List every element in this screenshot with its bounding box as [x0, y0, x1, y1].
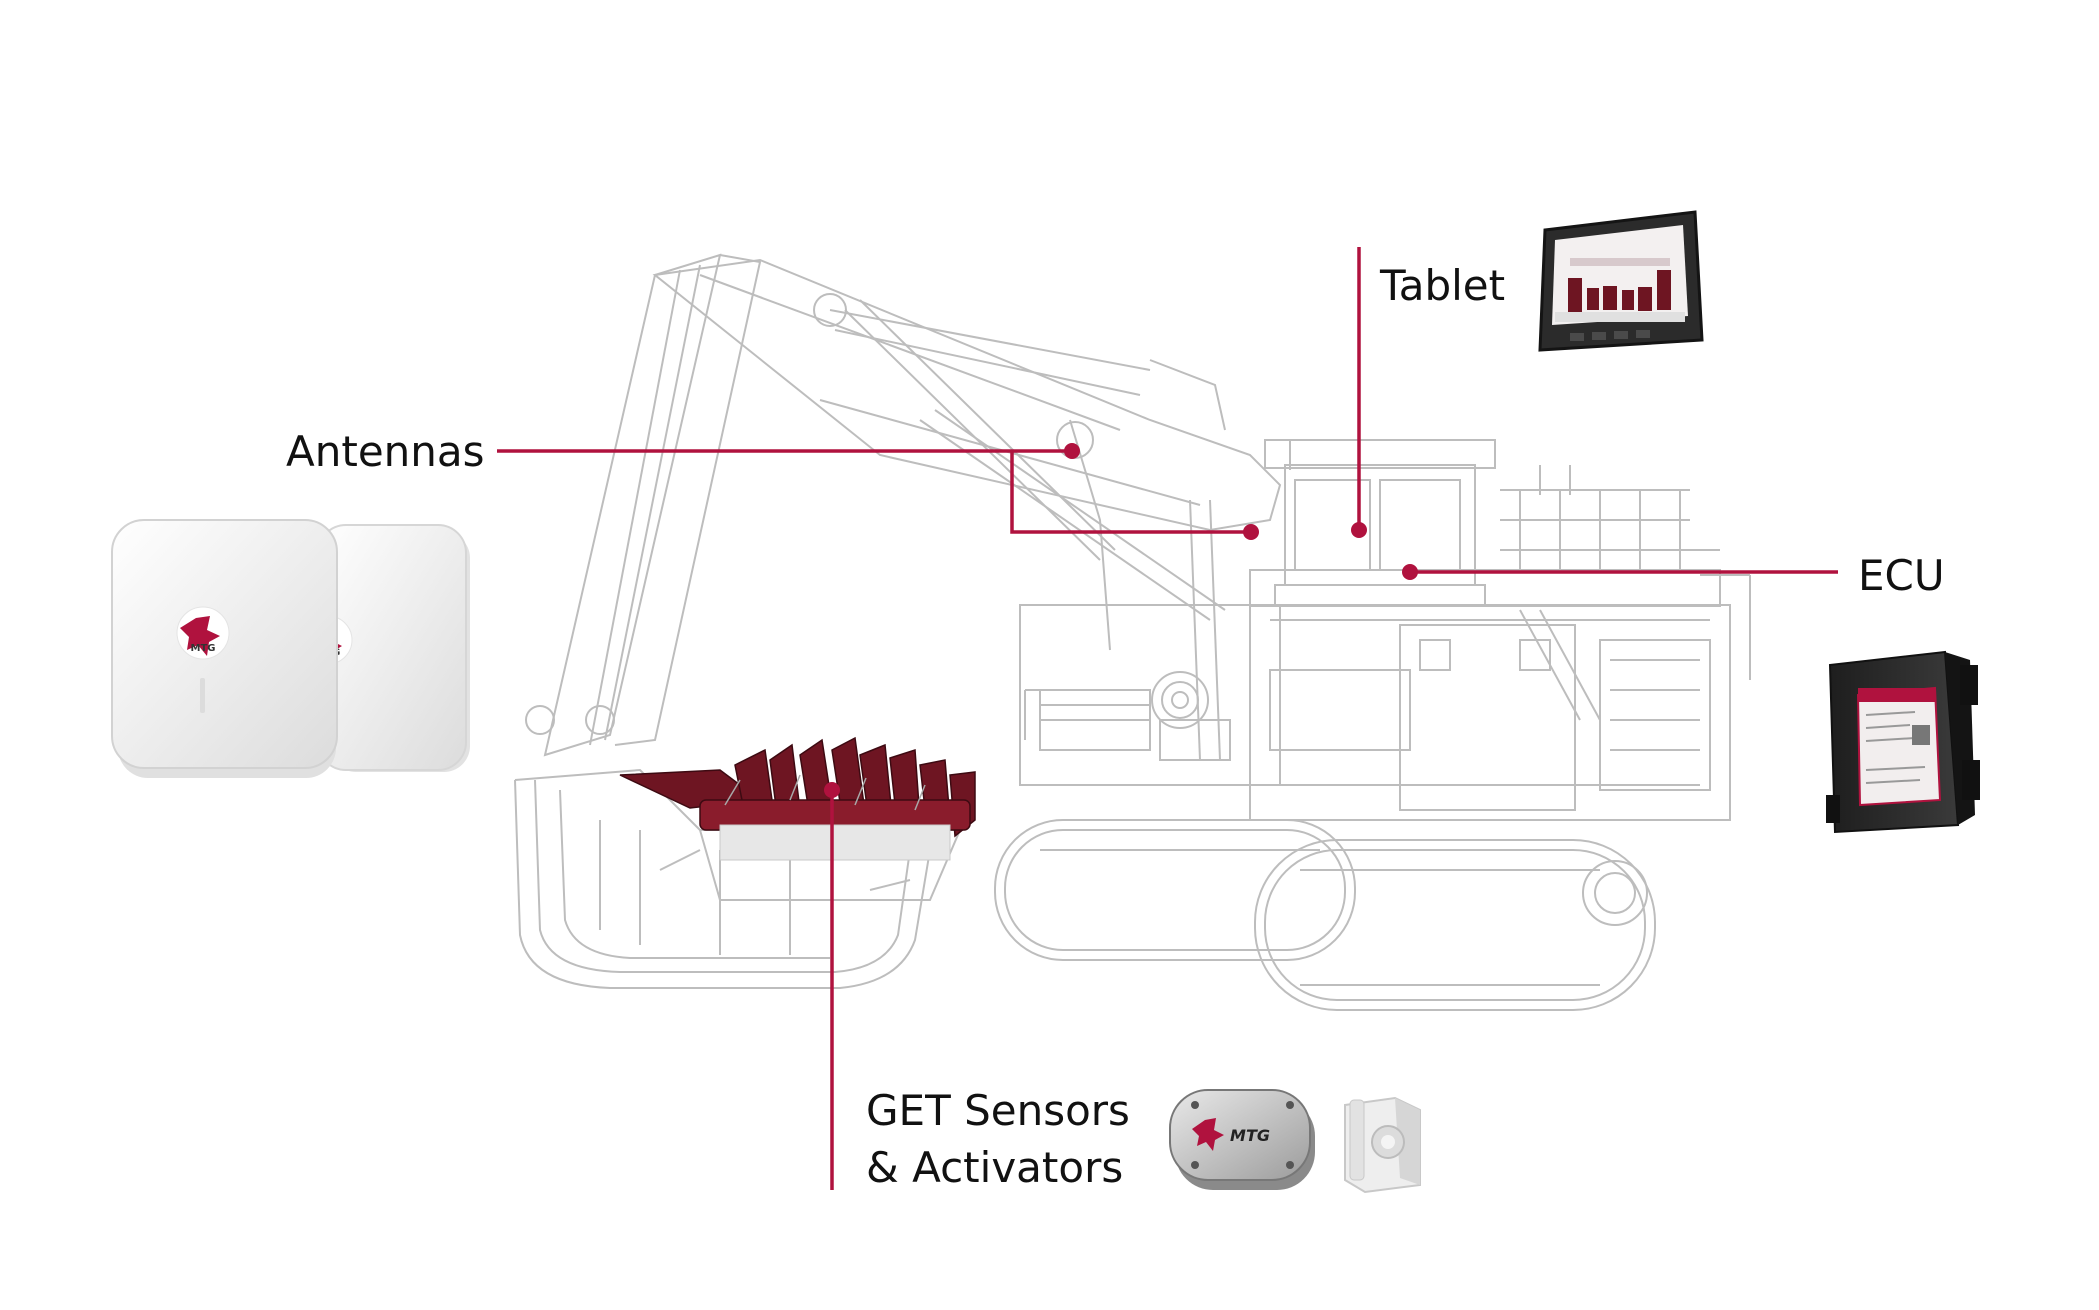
get-sensor-device: MTG [1169, 1089, 1315, 1190]
callout-dot-antenna-1 [1064, 443, 1080, 459]
callout-lines [497, 247, 1838, 1190]
callout-dot-ecu [1402, 564, 1418, 580]
excavator-tracks [994, 819, 1656, 1011]
excavator-railings [1024, 465, 1751, 740]
excavator-cylinders [844, 299, 1231, 761]
activator-device [1344, 1096, 1421, 1194]
label-get-sensors-line2: & Activators [866, 1142, 1124, 1192]
tablet-device [1538, 210, 1704, 352]
antenna-device: MTG [111, 519, 338, 778]
callout-dot-antenna-2 [1243, 524, 1259, 540]
label-get-sensors: GET Sensors & Activators [866, 1083, 1130, 1196]
excavator-bucket [514, 768, 962, 989]
label-tablet: Tablet [1380, 261, 1506, 310]
label-get-sensors-line1: GET Sensors [866, 1086, 1130, 1135]
antenna-logo-text: MTG [191, 643, 216, 654]
bucket-lip [719, 824, 951, 861]
ecu-device [1826, 650, 1980, 834]
callout-dots [824, 443, 1418, 798]
sensor-logo-text: MTG [1230, 1126, 1270, 1145]
callout-line-antennas-branch [1010, 451, 1251, 534]
bucket-teeth [619, 736, 976, 838]
excavator-stick [525, 253, 762, 757]
excavator-boom [652, 258, 1282, 532]
callout-dot-tablet [1351, 522, 1367, 538]
excavator-house [1019, 569, 1731, 821]
callout-dot-get [824, 782, 840, 798]
excavator-cab [1264, 439, 1496, 606]
excavator-illustration [514, 253, 1751, 1011]
label-ecu: ECU [1858, 551, 1945, 600]
label-antennas: Antennas [286, 427, 485, 476]
